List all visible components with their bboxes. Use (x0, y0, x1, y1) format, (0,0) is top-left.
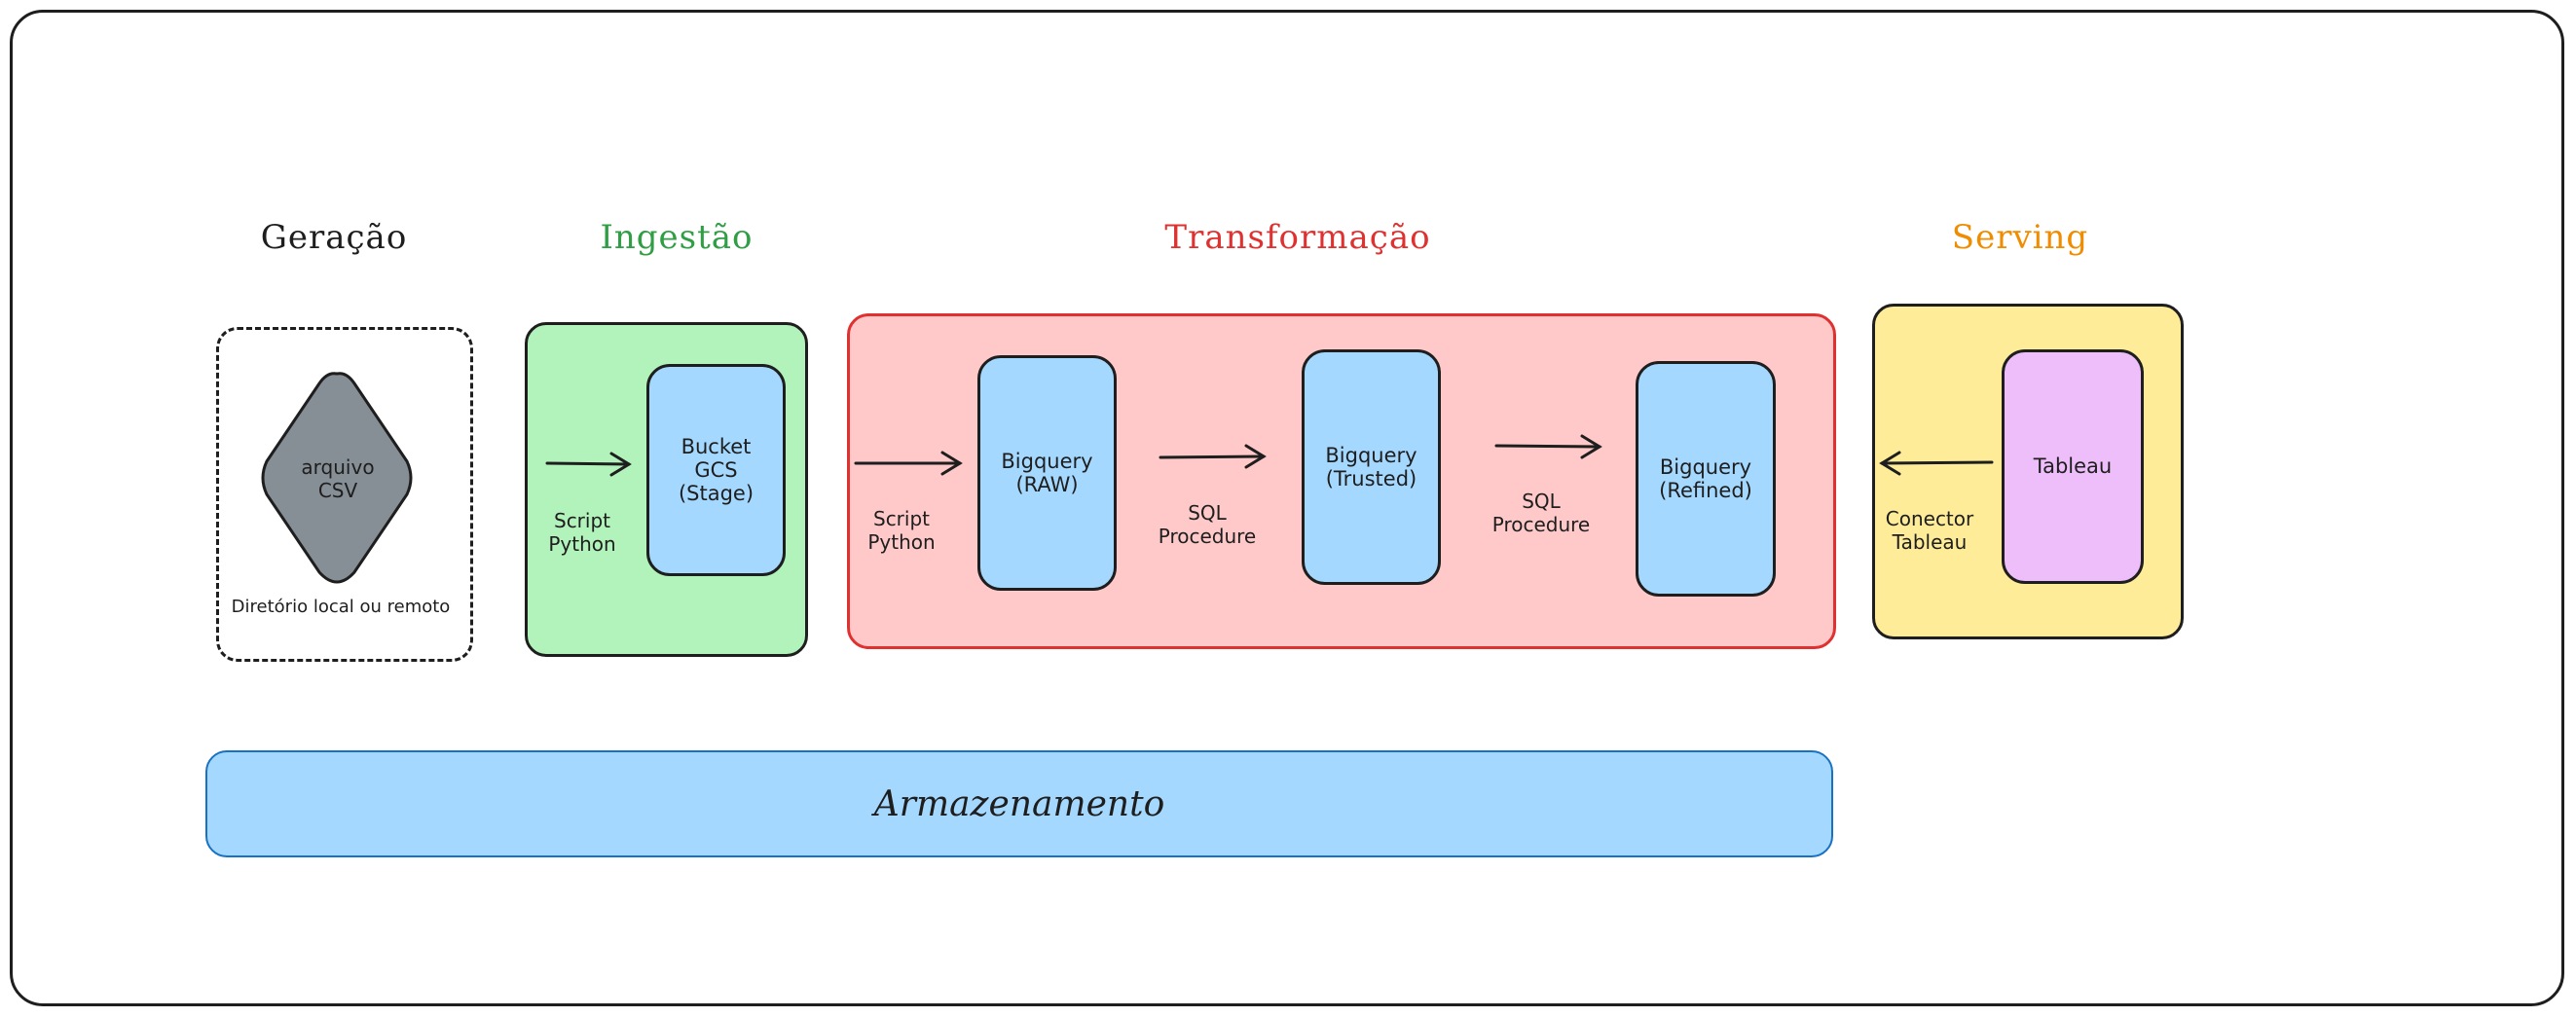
transformacao-arrow-label-1: Script Python (867, 507, 936, 554)
geracao-group (216, 327, 473, 662)
transformacao-arrow-label-3: SQL Procedure (1491, 490, 1591, 536)
arrow-script-python-raw (854, 451, 963, 476)
diagram-frame (10, 10, 2564, 1006)
bigquery-raw-node: Bigquery (RAW) (977, 355, 1117, 591)
csv-source-label: arquivo CSV (301, 455, 375, 502)
source-location-label: Diretório local ou remoto (231, 597, 451, 617)
storage-bar: Armazenamento (205, 750, 1833, 857)
arrow-sql-procedure-trusted (1159, 444, 1267, 469)
stage-title-geracao: Geração (260, 218, 408, 257)
bigquery-trusted-node: Bigquery (Trusted) (1302, 349, 1441, 585)
bigquery-refined-node: Bigquery (Refined) (1636, 361, 1776, 597)
arrow-sql-procedure-refined (1494, 434, 1602, 459)
storage-label: Armazenamento (873, 783, 1165, 824)
stage-title-serving: Serving (1951, 218, 2089, 257)
tableau-node: Tableau (2002, 349, 2144, 584)
serving-arrow-label: Conector Tableau (1885, 507, 1974, 554)
arrow-conector-tableau (1879, 451, 1994, 476)
ingestao-arrow-label: Script Python (548, 509, 616, 556)
bucket-gcs-node: Bucket GCS (Stage) (646, 364, 786, 576)
csv-diamond (261, 372, 413, 584)
stage-title-transformacao: Transformação (1164, 218, 1431, 257)
stage-title-ingestao: Ingestão (600, 218, 754, 257)
arrow-script-python-ingestao (545, 452, 632, 477)
transformacao-arrow-label-2: SQL Procedure (1158, 501, 1257, 548)
